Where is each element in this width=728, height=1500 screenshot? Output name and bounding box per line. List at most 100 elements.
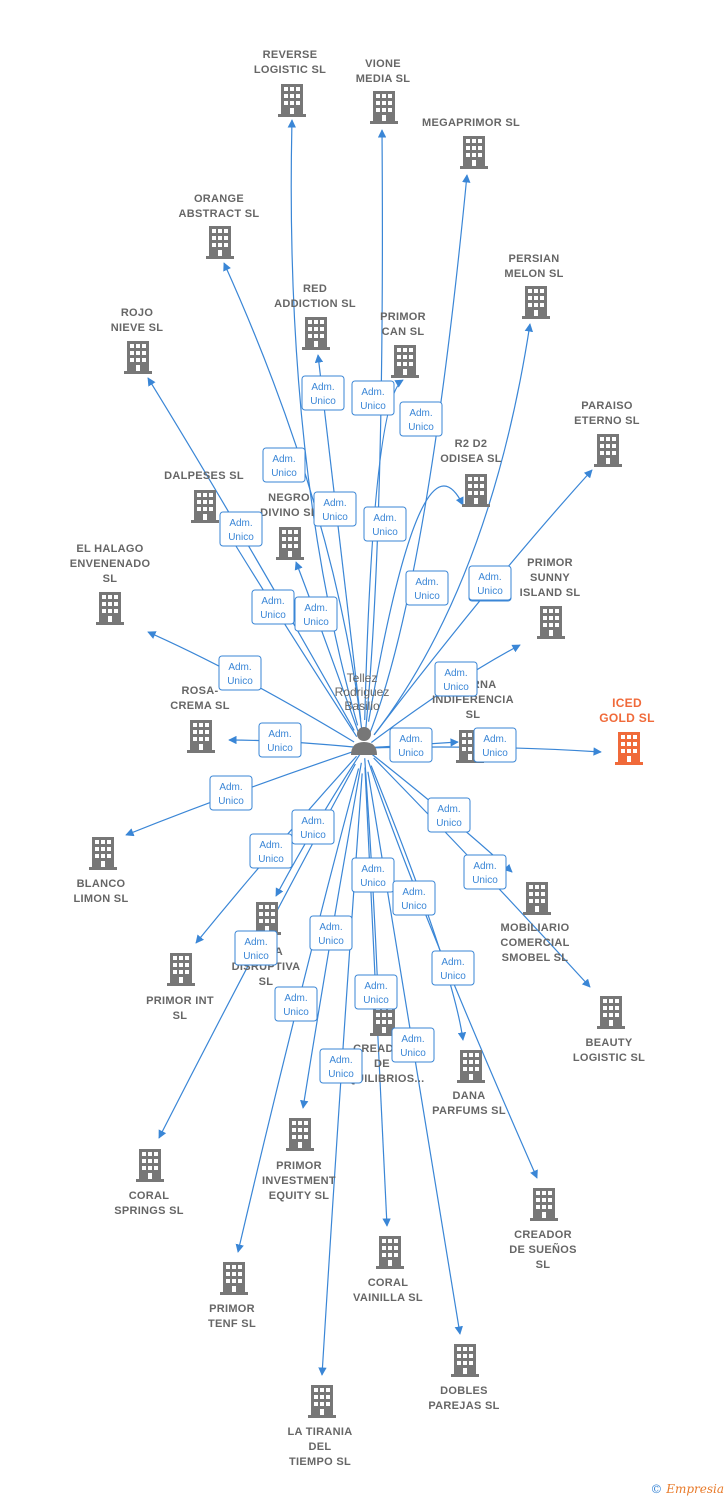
role-badge-eterna-indiferencia[interactable]: Adm.Unico	[389, 727, 433, 763]
company-label-line: LIMON SL	[74, 893, 129, 905]
role-badge-vione-media[interactable]: Adm.Unico	[363, 506, 407, 542]
role-badge-beauty-logistic[interactable]: Adm.Unico	[463, 854, 507, 890]
role-badge-rosa-crema[interactable]: Adm.Unico	[258, 722, 302, 758]
badge-box	[468, 565, 512, 601]
role-badge-dalpeses[interactable]: Adm.Unico	[251, 589, 295, 625]
company-label-line: PRIMOR	[527, 557, 573, 569]
company-label-line: SL	[466, 709, 481, 721]
company-label-line: ETERNO SL	[574, 415, 640, 427]
company-node-megaprimor[interactable]: MEGAPRIMOR SL	[422, 117, 520, 169]
edge-r2-d2-odisea	[367, 485, 464, 722]
role-badge-pieza-disruptiva[interactable]: Adm.Unico	[291, 809, 335, 845]
role-badge-coral-springs[interactable]: Adm.Unico	[234, 930, 278, 966]
role-badge-reverse-logistic[interactable]: Adm.Unico	[262, 447, 306, 483]
role-badge-red-addiction[interactable]: Adm.Unico	[301, 375, 345, 411]
role-badge-rojo-nieve[interactable]: Adm.Unico	[219, 511, 263, 547]
role-badge-paraiso-eterno[interactable]: Adm.Unico	[468, 565, 512, 601]
company-label-line: LOGISTIC SL	[254, 64, 326, 76]
badge-box	[301, 375, 345, 411]
company-node-blanco-limon[interactable]: BLANCO LIMON SL	[74, 837, 129, 905]
company-label-line: MOBILIARIO	[501, 922, 570, 934]
role-badge-el-halago-envenenado[interactable]: Adm.Unico	[218, 655, 262, 691]
badge-line-1: Adm.	[219, 782, 242, 793]
badge-line-2: Unico	[477, 586, 503, 597]
role-badge-megaprimor[interactable]: Adm.Unico	[405, 570, 449, 606]
role-badge-primor-sunny-island[interactable]: Adm.Unico	[434, 661, 478, 697]
role-badge-coral-vainilla[interactable]: Adm.Unico	[354, 974, 398, 1010]
company-label-line: DANA	[453, 1090, 486, 1102]
badge-box	[354, 974, 398, 1010]
company-label-line: MEGAPRIMOR SL	[422, 117, 520, 129]
center-person-node[interactable]: Tellez Rodriguez Basilio	[335, 671, 390, 755]
company-label-line: DE SUEÑOS	[509, 1243, 577, 1256]
company-label-line: CAN SL	[382, 326, 425, 338]
badge-line-1: Adm.	[483, 734, 506, 745]
edge-persian-melon	[373, 323, 534, 736]
footer-brand[interactable]: © Empresia	[650, 1482, 724, 1496]
company-label-line: BLANCO	[77, 878, 126, 890]
building-icon	[167, 953, 195, 986]
role-badge-mobiliario-comercial-smobel[interactable]: Adm.Unico	[427, 797, 471, 833]
company-node-rosa-crema[interactable]: ROSA-CREMA SL	[170, 685, 229, 753]
company-label-line: DIVINO SL	[260, 507, 318, 519]
role-badge-primor-tenf[interactable]: Adm.Unico	[274, 986, 318, 1022]
badge-box	[274, 986, 318, 1022]
badge-box	[473, 727, 517, 763]
role-badge-creador-de-equilibrios[interactable]: Adm.Unico	[351, 857, 395, 893]
building-icon	[597, 996, 625, 1029]
company-label-line: ROSA-	[182, 685, 219, 697]
building-icon	[391, 345, 419, 378]
role-badge-la-tirania-del-tiempo[interactable]: Adm.Unico	[319, 1048, 363, 1084]
company-label-line: MELON SL	[504, 268, 563, 280]
role-badge-blanco-limon[interactable]: Adm.Unico	[209, 775, 253, 811]
badge-line-1: Adm.	[401, 1034, 424, 1045]
building-icon	[191, 490, 219, 523]
badge-line-2: Unico	[482, 748, 508, 759]
badge-line-1: Adm.	[361, 864, 384, 875]
role-badge-primor-int[interactable]: Adm.Unico	[249, 833, 293, 869]
role-badge-dobles-parejas[interactable]: Adm.Unico	[391, 1027, 435, 1063]
company-node-dalpeses[interactable]: DALPESES SL	[164, 470, 244, 523]
copyright-icon: ©	[650, 1482, 663, 1496]
role-badge-primor-investment-equity[interactable]: Adm.Unico	[309, 915, 353, 951]
role-badge-creador-de-suenos[interactable]: Adm.Unico	[392, 880, 436, 916]
role-badge-iced-gold[interactable]: Adm. Unico	[473, 727, 517, 763]
company-label-line: RED	[303, 283, 327, 295]
role-badge-r2-d2-odisea[interactable]: Adm.Unico	[399, 401, 443, 437]
badge-line-2: Unico	[310, 396, 336, 407]
company-label-line: PARFUMS SL	[432, 1105, 506, 1117]
badge-line-2: Unico	[228, 532, 254, 543]
role-badge-primor-can[interactable]: Adm.Unico	[351, 380, 395, 416]
badge-line-1: Adm.	[323, 498, 346, 509]
company-node-dana-parfums[interactable]: DANA PARFUMS SL	[432, 1050, 506, 1117]
company-label-line: PRIMOR INT	[146, 995, 214, 1007]
company-label-line: DALPESES SL	[164, 470, 244, 482]
role-badge-dana-parfums[interactable]: Adm.Unico	[431, 950, 475, 986]
role-badge-negro-divino[interactable]: Adm.Unico	[294, 596, 338, 632]
role-badge-orange-abstract[interactable]: Adm.Unico	[313, 491, 357, 527]
badge-line-1: Adm.	[301, 816, 324, 827]
